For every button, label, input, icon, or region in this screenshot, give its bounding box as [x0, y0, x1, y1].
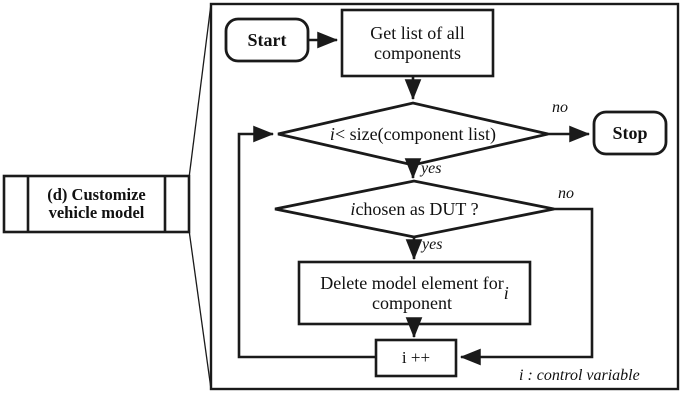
callout-lines	[188, 3, 212, 390]
get-list-node-shape	[340, 8, 495, 78]
edge-label-sizecheck-yes: yes	[421, 160, 442, 177]
stop-node-shape	[592, 110, 668, 156]
edge-label-dutcheck-yes: yes	[422, 236, 443, 253]
caption-box-shape	[2, 174, 191, 234]
edge-label-dutcheck-no: no	[558, 185, 574, 202]
delete-element-node-shape	[297, 260, 532, 326]
edge-increment-loopback-to-sizecheck	[237, 125, 376, 359]
edge-dutcheck-no-to-increment	[459, 207, 594, 366]
legend-control-variable: i : control variable	[519, 367, 640, 384]
increment-node-shape	[374, 338, 458, 378]
start-node-shape	[224, 17, 310, 63]
edge-label-sizecheck-no: no	[552, 99, 568, 116]
